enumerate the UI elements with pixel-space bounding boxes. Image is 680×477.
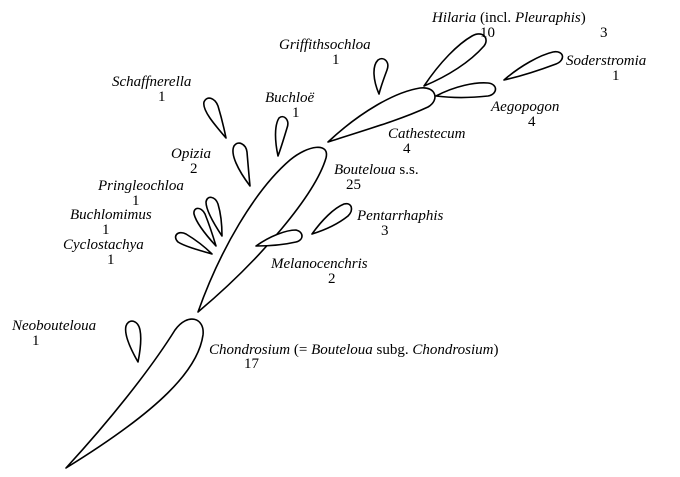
- neobouteloua-count: 1: [32, 333, 40, 349]
- cathestecum-label: Cathestecum: [388, 126, 466, 142]
- schaffnerella-branch: [204, 98, 226, 138]
- schaffnerella-label: Schaffnerella: [112, 74, 191, 90]
- hilaria-label: Hilaria (incl. Pleuraphis): [431, 10, 586, 26]
- hilaria-branch: [424, 34, 486, 86]
- melanocenchris-label: Melanocenchris: [270, 256, 368, 272]
- pentarrhaphis-branch: [312, 204, 351, 234]
- buchlomimus-label: Buchlomimus: [70, 207, 152, 223]
- bouteloua-count: 25: [346, 177, 361, 193]
- neobouteloua-branch: [126, 321, 141, 362]
- pringleochloa-label: Pringleochloa: [97, 178, 184, 194]
- buchloe-branch: [276, 117, 288, 156]
- pentarrhaphis-label: Pentarrhaphis: [356, 208, 444, 224]
- chondrosium-count: 17: [244, 356, 260, 372]
- schaffnerella-count: 1: [158, 89, 166, 105]
- buchloe-label: Buchloë: [265, 90, 314, 106]
- opizia-label: Opizia: [171, 146, 211, 162]
- soderstromia-branch: [504, 52, 562, 80]
- griffithsochloa-count: 1: [332, 52, 340, 68]
- buchloe-count: 1: [292, 105, 300, 121]
- hilaria-count: 10: [480, 25, 495, 41]
- cyclostachya-count: 1: [107, 252, 115, 268]
- cyclostachya-label: Cyclostachya: [63, 237, 144, 253]
- griffithsochloa-label: Griffithsochloa: [279, 37, 371, 53]
- opizia-branch: [233, 143, 250, 186]
- pentarrhaphis-count: 3: [381, 223, 389, 239]
- melanocenchris-count: 2: [328, 271, 336, 287]
- aegopogon-branch: [436, 83, 496, 98]
- griffithsochloa-branch: [374, 59, 388, 94]
- soderstromia-label: Soderstromia: [566, 53, 646, 69]
- buchlomimus-count: 1: [102, 222, 110, 238]
- soderstromia-count: 1: [612, 68, 620, 84]
- bouteloua-label: Bouteloua s.s.: [334, 162, 419, 178]
- aegopogon-label: Aegopogon: [490, 99, 559, 115]
- opizia-count: 2: [190, 161, 198, 177]
- pleuraphis-count: 3: [600, 25, 608, 41]
- neobouteloua-label: Neobouteloua: [11, 318, 96, 334]
- aegopogon-count: 4: [528, 114, 536, 130]
- cathestecum-count: 4: [403, 141, 411, 157]
